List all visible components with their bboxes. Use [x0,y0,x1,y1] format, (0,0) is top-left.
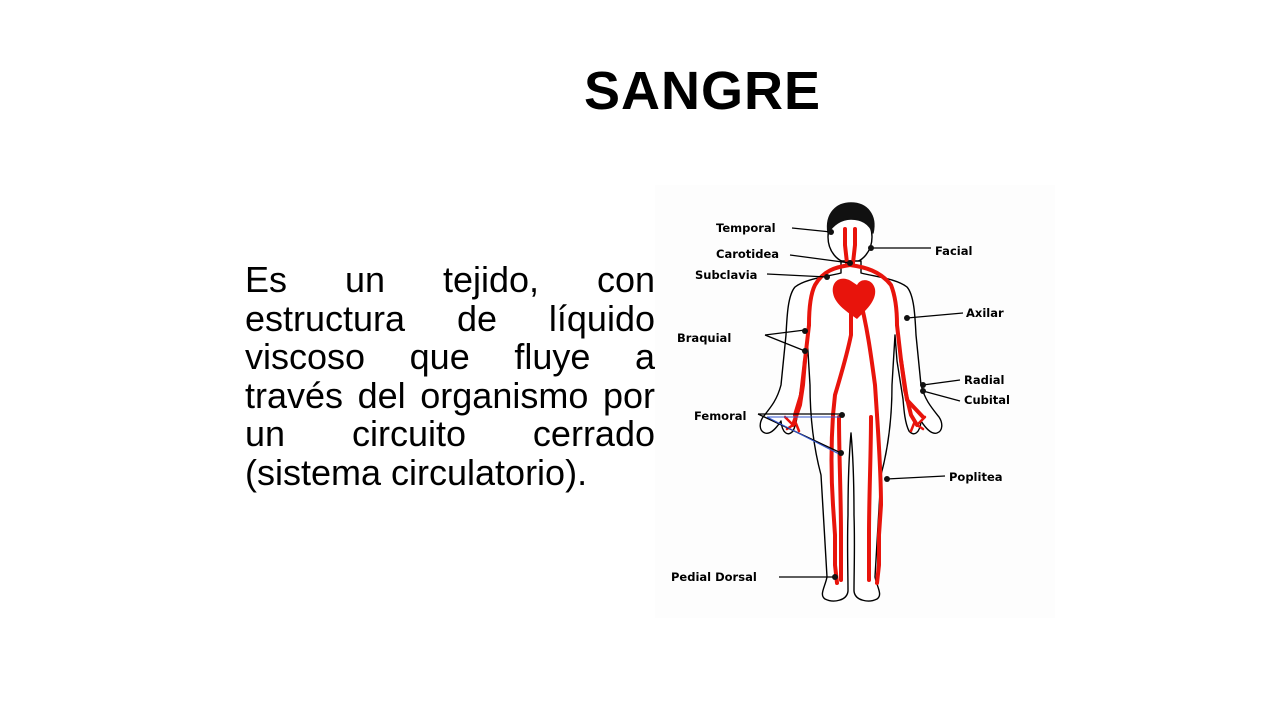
label-pedial-dorsal: Pedial Dorsal [671,570,757,584]
femoral-artery-right [875,413,883,585]
femoral-artery-left [829,413,839,585]
arm-artery-right-2 [899,358,925,419]
pulse-point-dots [802,229,926,580]
label-temporal: Temporal [716,221,776,235]
label-cubital: Cubital [964,393,1010,407]
hand-right [909,415,927,433]
label-axilar: Axilar [966,306,1004,320]
label-femoral: Femoral [694,409,746,423]
arm-artery-left-2 [793,358,807,417]
descending-aorta [831,293,853,417]
circulatory-system-diagram: Temporal Carotidea Subclavia Braquial Fe… [655,185,1055,618]
label-braquial: Braquial [677,331,731,345]
label-radial: Radial [964,373,1005,387]
label-carotidea: Carotidea [716,247,779,261]
hair [826,202,875,234]
label-facial: Facial [935,244,972,258]
label-subclavia: Subclavia [695,268,757,282]
label-pointer-lines-blue [766,416,842,456]
carotid-artery-left [843,227,849,265]
label-poplitea: Poplitea [949,470,1003,484]
slide-title: SANGRE [583,61,822,121]
subclavian-right [848,263,899,327]
aortic-arch [807,263,852,327]
carotid-artery-right [851,227,857,265]
femoral-artery-left-2 [837,415,843,582]
heart [832,278,876,319]
body-paragraph: Es un tejido, con estructura de líquido … [245,259,655,493]
femoral-artery-right-2 [867,415,873,582]
